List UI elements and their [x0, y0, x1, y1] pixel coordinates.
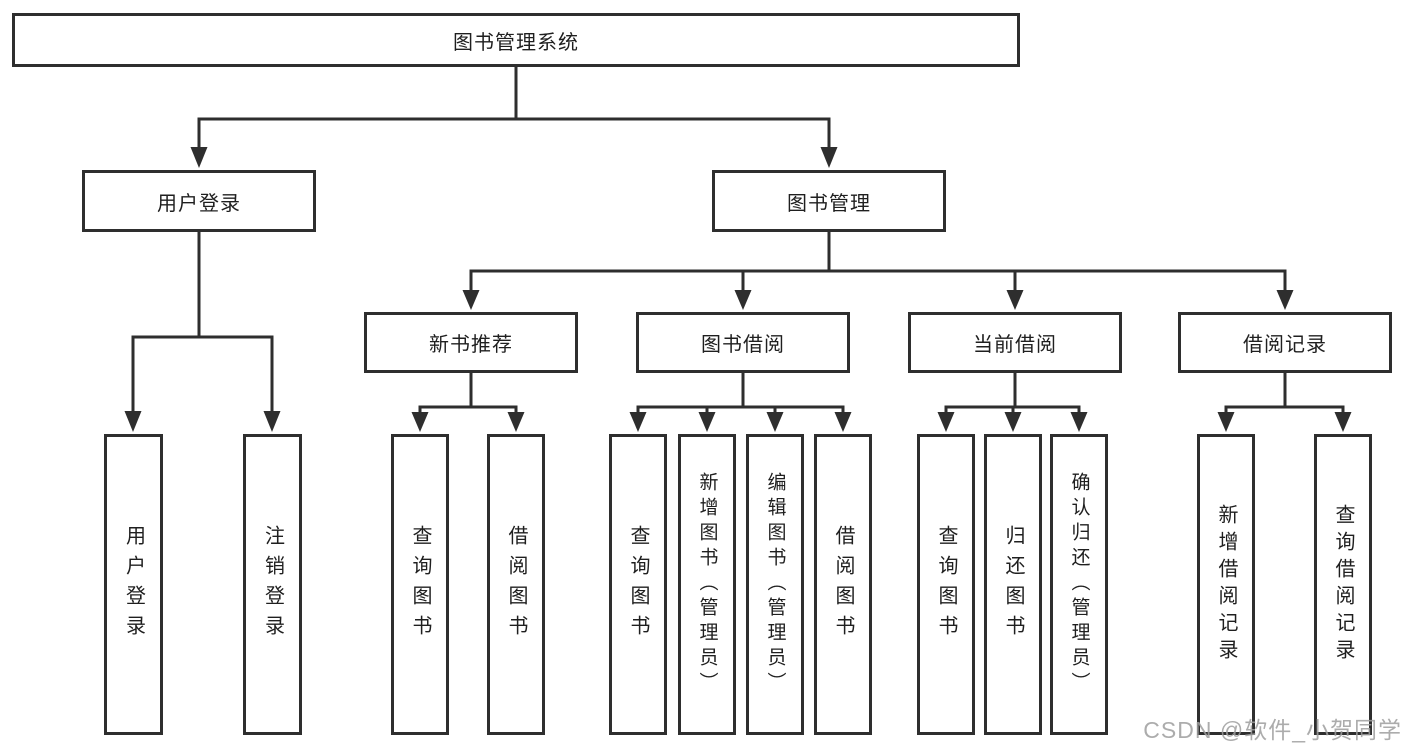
leaf-borrow-books-recommend: 借阅图书	[487, 434, 545, 735]
node-label: 查询图书	[935, 524, 957, 645]
leaf-add-borrow-record: 新增借阅记录	[1197, 434, 1255, 735]
leaf-user-login: 用户登录	[104, 434, 163, 735]
leaf-borrow-books: 借阅图书	[814, 434, 872, 735]
leaf-query-books-recommend: 查询图书	[391, 434, 449, 735]
node-label: 用户登录	[122, 524, 145, 645]
node-label: 新增借阅记录	[1215, 503, 1237, 666]
node-label: 注销登录	[261, 524, 284, 645]
node-label: 查询图书	[627, 524, 649, 645]
node-label: 编辑图书（管理员）	[764, 472, 786, 697]
leaf-confirm-return-admin: 确认归还（管理员）	[1050, 434, 1108, 735]
node-label: 查询图书	[409, 524, 431, 645]
node-label: 归还图书	[1002, 524, 1024, 645]
node-label: 图书管理系统	[453, 31, 579, 54]
node-label: 用户登录	[157, 192, 241, 215]
node-library-management-system: 图书管理系统	[12, 13, 1020, 67]
node-label: 查询借阅记录	[1332, 503, 1354, 666]
node-book-management: 图书管理	[712, 170, 946, 232]
leaf-logout: 注销登录	[243, 434, 302, 735]
node-label: 借阅记录	[1243, 334, 1327, 356]
node-new-book-recommendation: 新书推荐	[364, 312, 578, 373]
csdn-watermark: CSDN @软件_小贺同学	[1143, 717, 1402, 743]
leaf-query-books-borrowing: 查询图书	[609, 434, 667, 735]
node-user-login: 用户登录	[82, 170, 316, 232]
leaf-query-borrow-record: 查询借阅记录	[1314, 434, 1372, 735]
leaf-return-books: 归还图书	[984, 434, 1042, 735]
node-label: 图书借阅	[701, 334, 785, 356]
node-label: 当前借阅	[973, 334, 1057, 356]
node-current-borrowing: 当前借阅	[908, 312, 1122, 373]
node-label: 借阅图书	[832, 524, 854, 645]
node-label: 新增图书（管理员）	[696, 472, 718, 697]
node-borrowing-records: 借阅记录	[1178, 312, 1392, 373]
node-label: 借阅图书	[505, 524, 527, 645]
leaf-query-books-current: 查询图书	[917, 434, 975, 735]
node-label: 图书管理	[787, 192, 871, 215]
node-label: 新书推荐	[429, 334, 513, 356]
leaf-add-books-admin: 新增图书（管理员）	[678, 434, 736, 735]
node-label: 确认归还（管理员）	[1068, 472, 1090, 697]
leaf-edit-books-admin: 编辑图书（管理员）	[746, 434, 804, 735]
node-book-borrowing: 图书借阅	[636, 312, 850, 373]
